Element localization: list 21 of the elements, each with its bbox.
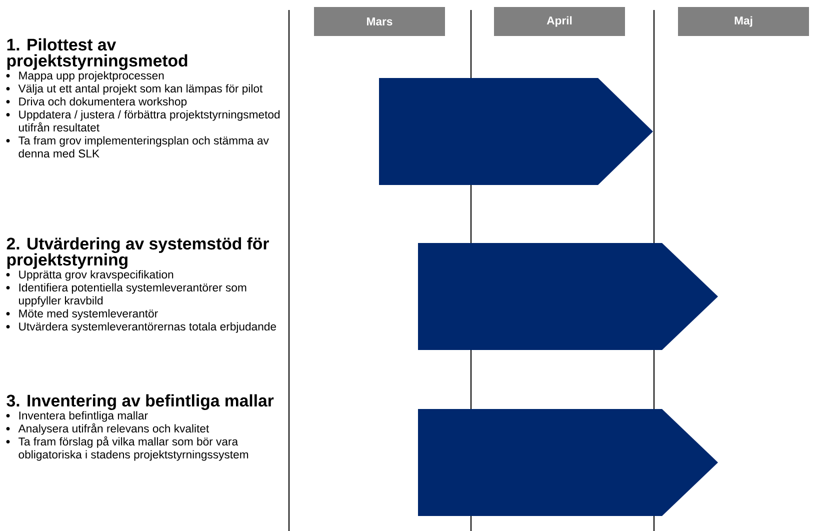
bullet-item: Inventera befintliga mallar xyxy=(6,411,148,422)
bullet-item: Möte med systemleverantör xyxy=(6,309,158,320)
month-header: April xyxy=(494,7,625,36)
bullet-item: Mappa upp projektprocessen xyxy=(6,71,164,82)
task-heading: 2. Utvärdering av systemstöd för projektstyrning xyxy=(6,237,269,269)
bullet-item: Ta fram förslag på vilka mallar som bör vara obligatoriska i stadens projektstyrningssystem xyxy=(6,436,248,461)
bullet-item: Välja ut ett antal projekt som kan lämpas för pilot xyxy=(6,84,263,95)
bullet-item: Utvärdera systemleverantörernas totala erbjudande xyxy=(6,322,276,333)
bullet-item: Ta fram grov implementeringsplan och stämma av denna med SLK xyxy=(6,136,269,158)
task-heading: 3. Inventering av befintliga mallar xyxy=(6,394,274,410)
bullet-item: Analysera utifrån relevans och kvalitet xyxy=(6,423,210,435)
timeline-arrow xyxy=(379,78,653,185)
bullet-item: Driva och dokumentera workshop xyxy=(6,97,187,108)
month-header: Mars xyxy=(314,7,445,36)
timeline-arrow xyxy=(418,409,718,516)
task-heading: 1. Pilottest av projektstyrningsmetod xyxy=(7,38,188,70)
timeline-arrow xyxy=(418,243,718,350)
bullet-item: Upprätta grov kravspecifikation xyxy=(6,270,174,281)
bullet-item: Uppdatera / justera / förbättra projektstyrningsmetod utifrån resultatet xyxy=(6,110,280,132)
bullet-item: Identifiera potentiella systemleverantörer som uppfyller kravbild xyxy=(6,283,246,307)
month-header: Maj xyxy=(678,7,809,36)
